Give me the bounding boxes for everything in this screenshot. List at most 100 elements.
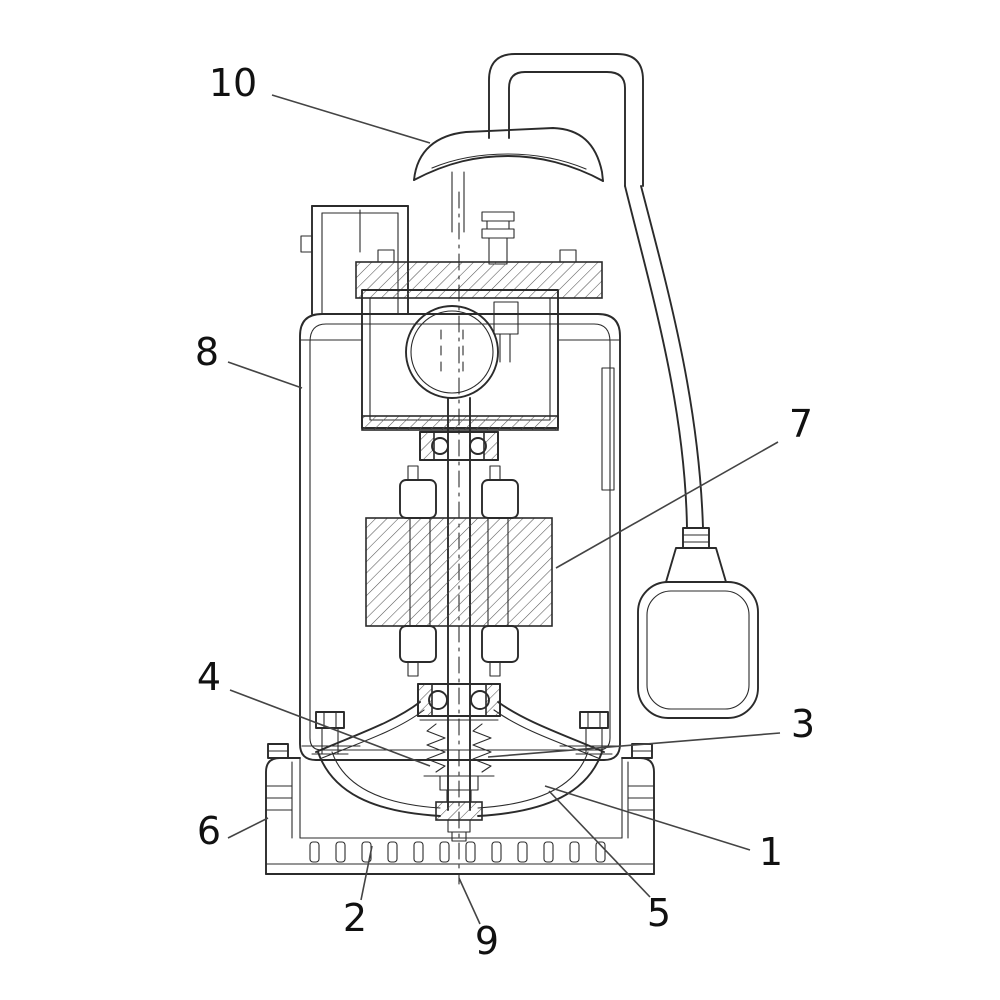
carry-handle [413,127,604,233]
handle-bottom-edge [413,155,604,182]
stator-core [365,517,553,627]
end-winding-top-left [399,479,437,519]
float-gland [682,527,710,549]
float-cable [624,185,704,529]
gland-stem [488,237,508,265]
bolt-head-left [315,711,345,729]
volute-right [477,751,603,817]
leader-line-8 [227,361,303,389]
leader-line-4 [229,689,431,767]
leader-line-9 [458,877,481,925]
leader-lines [227,94,781,925]
lifting-loop [488,53,644,187]
strainer-slot-4 [387,841,398,863]
outer-casing [299,313,621,761]
strainer-slot-2 [335,841,346,863]
handle-detail-line [431,153,587,170]
end-winding-top-right [481,479,519,519]
lower-bearing-block-right [485,683,501,717]
stator-rotor [365,465,553,677]
bearing-arm-right-inner [493,709,599,759]
strainer-slot-6 [439,841,450,863]
mounting-bolts [311,711,613,755]
pipe-tab [300,235,313,253]
leader-line-3 [487,732,781,758]
strainer-slot-5 [413,841,424,863]
part-label-8: 8 [195,330,219,374]
terminal-block [493,301,519,335]
loop-inner [508,71,626,187]
fan-housing-inner [410,310,494,394]
strainer-slot-10 [543,841,554,863]
volute-right-inner [477,751,589,809]
gland-ring-2 [486,220,510,230]
part-label-6: 6 [197,809,221,853]
leader-line-7 [555,441,779,569]
lower-bearing-block-left [417,683,433,717]
motor-bottom-flange [361,415,559,431]
cap-band [355,261,603,299]
leader-line-2 [360,845,373,901]
cable-outer [640,185,704,529]
mechanical-seal [419,719,499,803]
strainer-slot-8 [491,841,502,863]
nameplate [601,367,615,491]
strainer-slot-1 [309,841,320,863]
float-switch [637,527,759,719]
handle-top-edge [413,127,604,182]
cap-bolt-left [377,249,395,263]
part-label-3: 3 [791,702,815,746]
seal-spring-right [472,723,492,773]
leader-line-5 [548,790,651,898]
fan-housing-outer [405,305,499,399]
strainer-slot-7 [465,841,476,863]
part-label-4: 4 [197,655,221,699]
cable-entry-gland [481,211,515,265]
volute-left-inner [331,751,441,809]
bolt-head-right [579,711,609,729]
motor-box-inner [369,297,551,421]
part-label-9: 9 [475,919,499,963]
impeller-cap [451,831,467,842]
impeller [435,801,483,842]
end-winding-bottom-right [481,625,519,663]
winding-bolt-top-left [407,465,419,481]
strainer-slot-9 [517,841,528,863]
lower-bearing-ball-left [428,690,448,710]
part-label-2: 2 [343,896,367,940]
loop-outer [488,53,644,187]
lower-bearing [315,683,605,759]
leader-line-6 [227,817,269,839]
upper-bearing-block-right [483,431,499,461]
part-label-5: 5 [647,891,671,935]
winding-bolt-top-right [489,465,501,481]
gland-ring-3 [481,228,515,239]
float-body-inner [646,590,750,710]
volute [301,745,619,817]
part-labels: 10 8 7 4 3 6 1 2 5 9 [195,61,815,963]
casing-outer-wall [299,313,621,761]
leader-line-10 [271,94,431,144]
leader-line-1 [544,785,751,851]
base-tower-left [265,757,301,875]
strainer-slot-11 [569,841,580,863]
base-tower-right [621,757,655,875]
float-body-outer [637,581,759,719]
lower-bearing-ball-right [470,690,490,710]
strainer-slot-12 [595,841,606,863]
seal-spring-left [426,723,446,773]
motor-cap [355,249,603,299]
float-neck [665,547,727,583]
casing-inner-wall [309,323,611,751]
cap-bolt-right [559,249,577,263]
motor-box-outer [361,289,559,429]
part-label-1: 1 [759,830,783,874]
upper-bearing-block-left [419,431,435,461]
gland-ring-1 [481,211,515,222]
cable-inner [624,185,688,529]
bearing-arm-left [315,701,421,753]
winding-bolt-bottom-left [407,661,419,677]
motor-compartment [361,289,559,431]
